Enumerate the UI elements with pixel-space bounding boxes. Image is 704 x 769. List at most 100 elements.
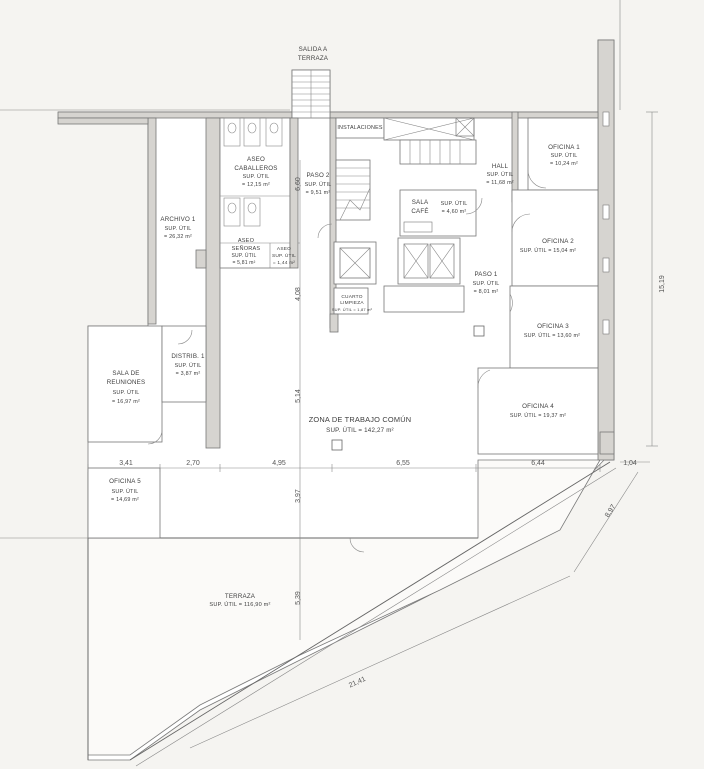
window: [602, 111, 610, 127]
dimension-line: [189, 575, 571, 749]
door-swing: [147, 429, 163, 445]
column: [195, 249, 207, 269]
distributor-room: [161, 325, 207, 403]
aseo-sen-line1: ASEO: [238, 238, 255, 244]
window: [602, 319, 610, 335]
office-5-name: OFICINA 5: [109, 478, 141, 485]
office-3-area: SUP. ÚTIL = 13,60 m²: [524, 332, 580, 339]
counter: [403, 221, 433, 233]
upper-stair-steps: [409, 140, 461, 164]
terrace-edge: [129, 461, 611, 761]
archivo-1-name: ARCHIVO 1: [160, 216, 196, 223]
paso-2-sup: SUP. ÚTIL: [305, 181, 332, 188]
central-stair-steps: [336, 167, 371, 221]
exit-label-line2: TERRAZA: [298, 55, 329, 62]
dimension-label: 1,04: [623, 460, 637, 467]
coffee-area: = 4,60 m²: [442, 209, 467, 215]
cleaning-line1: CUARTO: [341, 294, 362, 300]
hall-area: = 11,68 m²: [486, 180, 514, 186]
elevator-cross: [339, 247, 371, 279]
elevator-cross: [403, 243, 429, 279]
elevator-car: [403, 243, 429, 279]
aseo-cab-line2: CABALLEROS: [234, 165, 277, 172]
dimension-label: 5,14: [295, 389, 302, 403]
cleaning-line2: LIMPIEZA: [340, 300, 364, 306]
duct: [455, 117, 475, 137]
column: [329, 313, 339, 333]
office-2-room: [511, 189, 599, 287]
cleaning-room: [333, 287, 369, 315]
dimension-label: 3,41: [119, 460, 133, 467]
dimension-label: 4,08: [295, 287, 302, 301]
aseo-sen-sup: SUP. ÚTIL: [231, 252, 256, 259]
paso-2-area: = 9,51 m²: [306, 190, 331, 196]
paso-1-sup: SUP. ÚTIL: [473, 280, 500, 287]
paso-2-name: PASO 2: [306, 172, 329, 179]
toilets: [220, 117, 300, 268]
archivo-1-sup: SUP. ÚTIL: [165, 225, 192, 232]
meeting-room: [87, 325, 163, 443]
office-4-area: SUP. ÚTIL = 19,37 m²: [510, 412, 566, 419]
office-5-sup: SUP. ÚTIL: [112, 488, 139, 495]
meeting-line2: REUNIONES: [107, 379, 146, 386]
column: [331, 439, 343, 451]
coffee-sup: SUP. ÚTIL: [441, 200, 468, 207]
office-2-area: SUP. ÚTIL = 15,04 m²: [520, 247, 576, 254]
common-work-zone-area: SUP. ÚTIL = 142,27 m²: [326, 427, 394, 434]
office-3-name: OFICINA 3: [537, 323, 569, 330]
upper-stairs: [399, 139, 477, 165]
window: [602, 204, 610, 220]
door-swing: [509, 293, 513, 313]
office-1-sup: SUP. ÚTIL: [551, 152, 578, 159]
distrib-1-area: = 3,87 m²: [176, 371, 201, 377]
wall: [511, 111, 519, 203]
elevator-cross: [429, 243, 455, 279]
wall: [57, 117, 149, 125]
wall: [147, 117, 157, 325]
paso-1-area: = 8,01 m²: [474, 289, 499, 295]
office-5-area: = 14,69 m²: [111, 497, 139, 503]
office-1-area: = 10,24 m²: [550, 161, 578, 167]
dimension-ticks: [87, 464, 601, 472]
dimension-label: 4,95: [272, 460, 286, 467]
aseo-cab-sup: SUP. ÚTIL: [243, 173, 270, 180]
stair-steps: [292, 70, 330, 118]
office-3-room: [509, 285, 599, 369]
office-4-name: OFICINA 4: [522, 403, 554, 410]
duct: [455, 117, 475, 137]
dimension-line: [573, 471, 639, 573]
wall: [57, 111, 293, 119]
distrib-1-sup: SUP. ÚTIL: [175, 362, 202, 369]
aseo-min-area: = 1,44 m²: [273, 260, 295, 266]
common-work-zone-name: ZONA DE TRABAJO COMÚN: [309, 415, 412, 424]
elevator-car: [429, 243, 455, 279]
door-swing: [477, 369, 491, 389]
wall: [289, 117, 299, 269]
cleaning-area: SUP. ÚTIL = 1,87 m²: [332, 307, 373, 312]
distrib-1-name: DISTRIB. 1: [171, 353, 205, 360]
dimension-label: 3,97: [295, 489, 302, 503]
dimension-label: 6,44: [531, 460, 545, 467]
elevator-shaft-2: [397, 237, 461, 285]
column: [473, 325, 485, 337]
terrace-area-label: SUP. ÚTIL = 116,90 m²: [209, 601, 270, 608]
column: [599, 431, 615, 455]
meeting-area: = 16,97 m²: [112, 399, 140, 405]
window: [602, 257, 610, 273]
dimension-label: 2,70: [186, 460, 200, 467]
aseo-cab-area: = 12,15 m²: [242, 182, 270, 188]
coffee-line2: CAFÉ: [411, 208, 428, 215]
dimension-label: 5,39: [295, 591, 302, 605]
wall: [205, 117, 221, 449]
door-swing: [527, 169, 547, 189]
coffee-room: [399, 189, 477, 237]
office-2-name: OFICINA 2: [542, 238, 574, 245]
aseo-cab-line1: ASEO: [247, 156, 265, 163]
dimension-label: 6,60: [295, 177, 302, 191]
office-4-room: [477, 367, 599, 455]
elevator-car: [339, 247, 371, 279]
door-swing: [317, 223, 333, 239]
hall-sup: SUP. ÚTIL: [487, 171, 514, 178]
meeting-line1: SALA DE: [112, 370, 139, 377]
